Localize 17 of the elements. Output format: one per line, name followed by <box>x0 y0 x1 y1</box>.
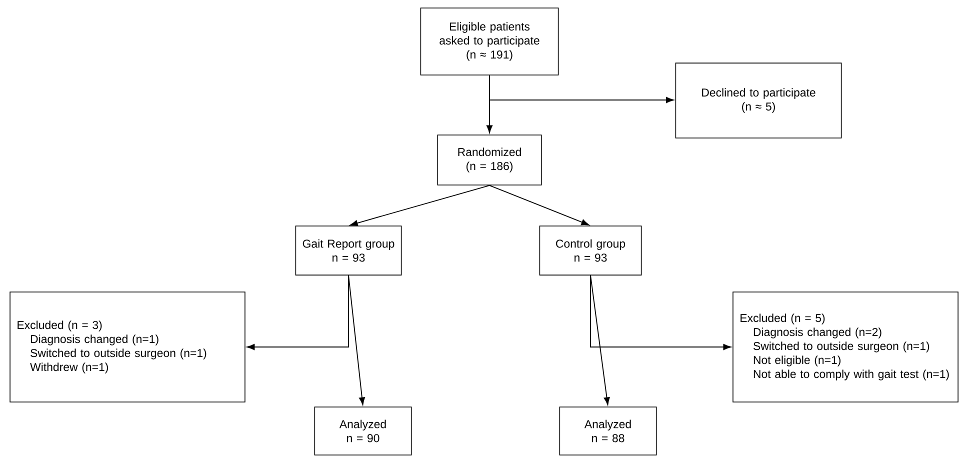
arrow <box>489 184 590 226</box>
process-box: Gait Report group n = 93 <box>295 226 402 276</box>
arrow <box>590 274 610 406</box>
process-box: Excluded (n = 3) Diagnosis changed (n=1) Switched to outside surgeon (n=1) Withdrew (n=1) <box>10 292 246 402</box>
process-box: Control group n = 93 <box>539 226 642 276</box>
process-box: Eligible patients asked to participate (n ≈ 191) <box>420 8 559 76</box>
process-box: Analyzed n = 90 <box>314 406 412 456</box>
arrow <box>489 76 674 104</box>
arrow <box>246 276 349 350</box>
arrow <box>590 276 732 350</box>
arrow <box>348 274 366 406</box>
arrow <box>486 74 493 134</box>
process-box: Declined to participate (n ≈ 5) <box>675 62 842 138</box>
process-box: Excluded (n = 5) Diagnosis changed (n=2) Switched to outside surgeon (n=1) Not eligible (n=1) Not able to comply with gait test (n=1) <box>732 292 958 402</box>
arrow <box>350 184 490 226</box>
process-box: Analyzed n = 88 <box>559 406 657 456</box>
process-box: Randomized (n = 186) <box>437 134 542 186</box>
